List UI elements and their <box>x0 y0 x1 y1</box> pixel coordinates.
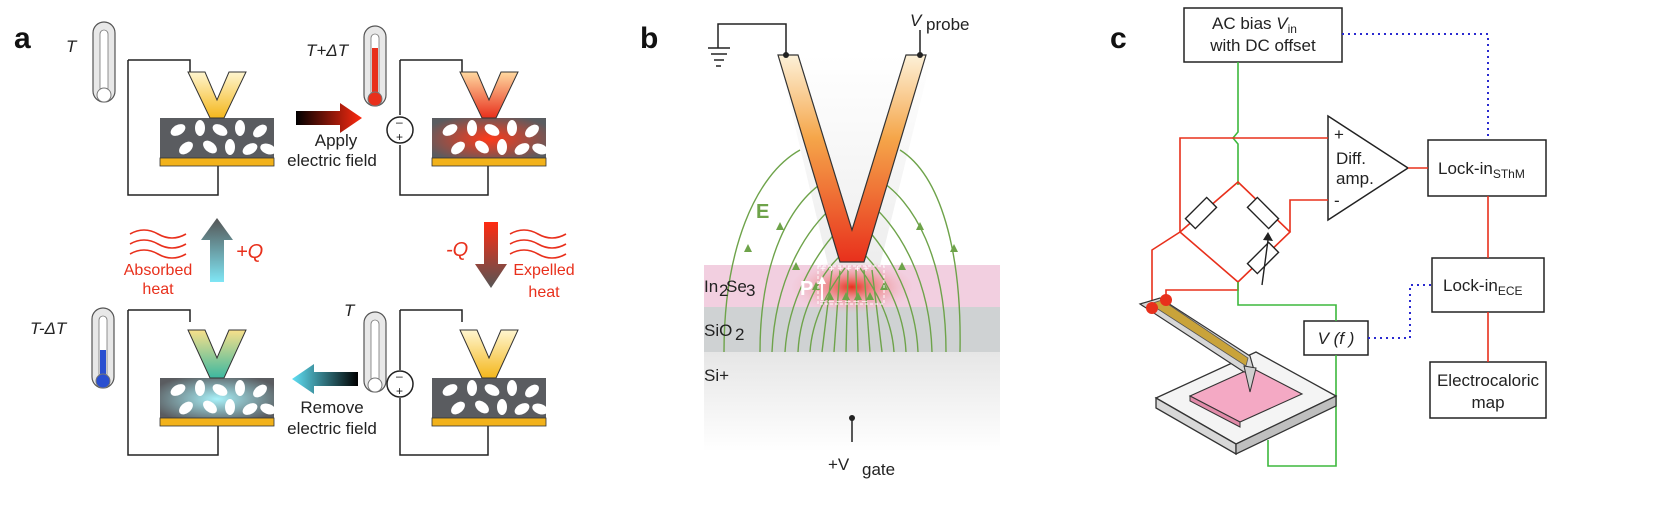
heat-expelled-arrow <box>475 222 507 288</box>
layer-label-in-sub: 2 <box>719 281 728 300</box>
probe-tip-cold <box>187 329 247 379</box>
apply-label-1: Apply <box>315 131 358 150</box>
unit-bottom-left <box>127 309 278 456</box>
map-label-2: map <box>1471 393 1504 412</box>
sample-stage <box>1154 351 1338 456</box>
ac-bias-line1: AC bias Vin <box>1212 14 1297 36</box>
bridge-resistors <box>1184 196 1280 286</box>
v-probe-label: V <box>910 11 923 30</box>
temp-label-tr: T+ΔT <box>306 41 350 60</box>
svg-text:+ + + + + +: + + + + + + <box>820 264 869 275</box>
temp-label-bl: T-ΔT <box>30 319 68 338</box>
panel-letter-c: c <box>1110 22 1127 55</box>
panel-letter-b: b <box>640 22 658 55</box>
svg-text:+: + <box>396 384 403 398</box>
minus-q-label: -Q <box>446 239 468 261</box>
probe-tip-hot <box>459 71 519 119</box>
electric-field-lines <box>723 149 961 353</box>
apply-label-2: electric field <box>287 151 377 170</box>
svg-text:+: + <box>396 130 403 144</box>
thermometer-tr <box>363 25 387 107</box>
green-wiring <box>1237 282 1337 467</box>
electrode <box>159 157 275 167</box>
remove-field-arrow <box>292 364 358 394</box>
vf-box <box>1303 320 1369 356</box>
svg-text:–: – <box>396 115 403 129</box>
diff-amp-plus: + <box>1334 125 1344 144</box>
heat-waves-right <box>509 229 567 259</box>
v-gate-sub: gate <box>862 460 895 479</box>
remove-label-1: Remove <box>300 398 363 417</box>
p-label: P <box>800 278 813 300</box>
heat-absorbed-arrow <box>201 218 233 282</box>
temp-label-br: T <box>344 301 356 320</box>
absorbed-label-1: Absorbed <box>124 262 193 279</box>
vf-label: V (f ) <box>1318 329 1355 348</box>
polarization-charges: + + + + + + – – – – – – <box>820 264 869 307</box>
heat-waves-left <box>129 229 187 259</box>
remove-label-2: electric field <box>287 419 377 438</box>
thermometer-br <box>363 311 387 393</box>
unit-bottom-right: – + <box>386 309 550 456</box>
e-field-label: E <box>756 201 769 223</box>
voltage-source <box>386 116 414 144</box>
svg-text:–: – <box>396 369 403 383</box>
expelled-label-2: heat <box>528 284 560 301</box>
diff-amp-label-2: amp. <box>1336 169 1374 188</box>
lockin-ece-label: Lock-inECE <box>1443 276 1523 298</box>
apply-field-arrow <box>296 103 362 133</box>
unit-top-right: – + <box>386 59 550 196</box>
layer-label-sio-sub: 2 <box>735 325 744 344</box>
layer-label-se: Se <box>726 277 747 296</box>
v-gate-label: +V <box>828 455 850 474</box>
expelled-label-1: Expelled <box>513 262 574 279</box>
svg-text:– – – – – –: – – – – – – <box>820 296 868 307</box>
diff-amp-label-1: Diff. <box>1336 149 1366 168</box>
layer-label-si: Si+ <box>704 366 729 385</box>
cantilever <box>1138 294 1257 393</box>
probe-tip <box>187 71 247 119</box>
probe-tip-large <box>777 54 927 263</box>
diff-amp <box>1327 114 1410 222</box>
layer-sio2 <box>704 307 1000 352</box>
panel-letter-a: a <box>14 22 31 55</box>
ground-symbol <box>708 23 787 67</box>
thermometer-tl <box>92 21 116 103</box>
diff-amp-minus: - <box>1334 191 1340 210</box>
ac-bias-line2: with DC offset <box>1209 36 1316 55</box>
lockin-sthm-label: Lock-inSThM <box>1438 159 1525 181</box>
layer-label-sio: SiO <box>704 321 732 340</box>
map-label-1: Electrocaloric <box>1437 371 1540 390</box>
temp-label-tl: T <box>66 37 78 56</box>
absorbed-label-2: heat <box>142 281 174 298</box>
thermometer-bl <box>91 307 115 389</box>
layer-label-in: In <box>704 277 718 296</box>
panel-c: c AC bias Vin with DC offset + - Diff. a… <box>1110 7 1547 467</box>
layer-label-se-sub: 3 <box>746 281 755 300</box>
v-probe-sub: probe <box>926 15 969 34</box>
plus-q-label: +Q <box>236 241 263 263</box>
panel-a: a – + <box>14 21 575 456</box>
unit-top-left <box>127 59 278 196</box>
panel-b: b <box>640 11 1000 479</box>
